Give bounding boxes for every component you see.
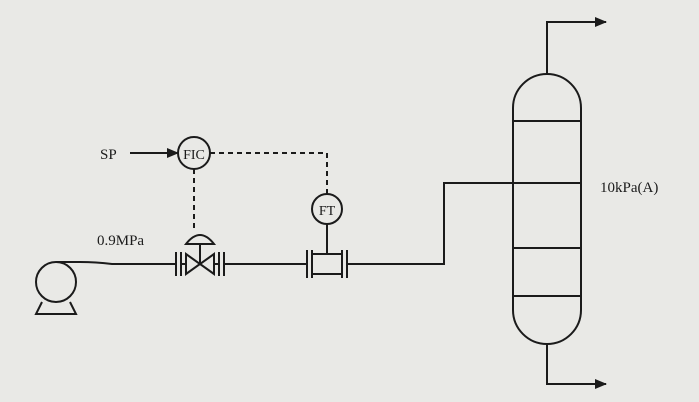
signal-lines <box>193 152 328 228</box>
inlet-pressure-label: 0.9MPa <box>97 233 144 249</box>
ft-tag: FT <box>319 204 336 219</box>
flow-meter-icon <box>306 224 348 278</box>
overhead-outlet-arrow <box>546 17 607 74</box>
distillation-column-icon <box>512 73 582 345</box>
feed-line <box>347 182 513 265</box>
setpoint-label: SP <box>100 147 117 163</box>
bottoms-outlet-arrow <box>546 344 607 389</box>
fic-tag: FIC <box>183 148 205 163</box>
pump-discharge-line <box>79 261 175 265</box>
pump-icon <box>34 261 80 315</box>
column-pressure-label: 10kPa(A) <box>600 180 658 196</box>
control-valve-icon <box>175 234 225 276</box>
